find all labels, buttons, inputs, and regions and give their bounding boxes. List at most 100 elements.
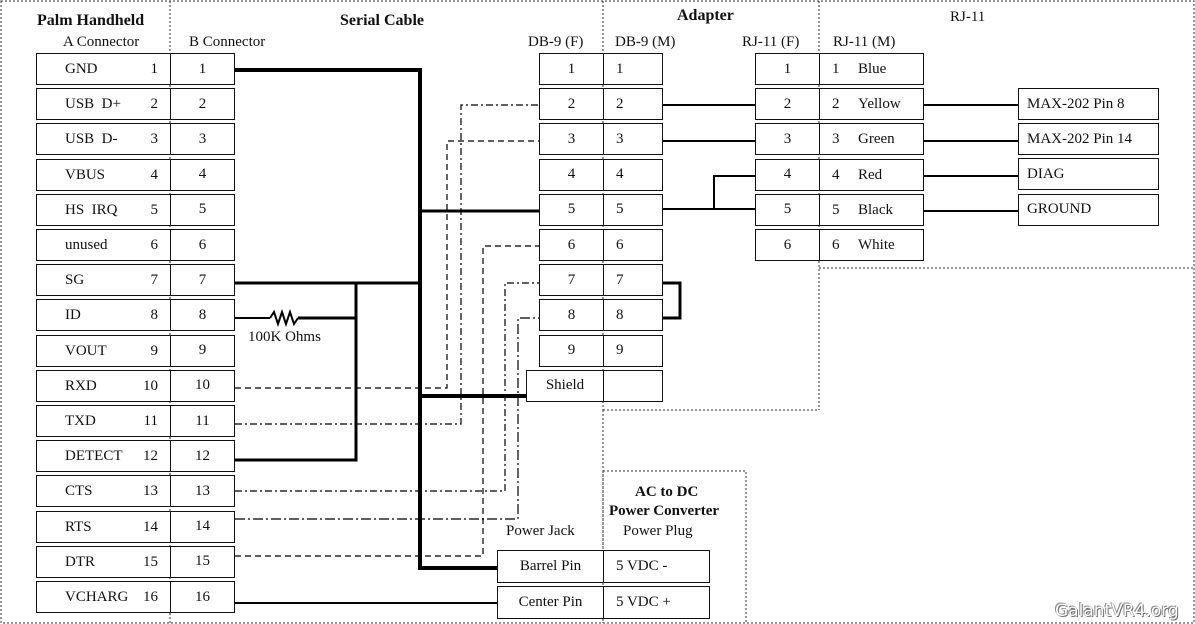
db9f-pin-cell: 1 xyxy=(539,53,604,85)
resistor-symbol xyxy=(269,308,299,328)
db9m-pin-cell: 5 xyxy=(603,193,663,226)
power-jack-cell: Barrel Pin xyxy=(497,550,604,583)
db9m-pin-cell: 3 xyxy=(603,123,663,156)
b-pin-cell: 6 xyxy=(170,229,235,261)
db9m-pin-cell: 4 xyxy=(603,158,663,191)
db9m-pin-cell: 7 xyxy=(603,264,663,297)
pin-number: 1 xyxy=(150,61,159,77)
db9m-pin-cell: 8 xyxy=(603,299,663,332)
pin-number: 5 xyxy=(150,201,159,218)
rj11m-pin-number: 1 xyxy=(832,61,840,77)
pin-name: ID xyxy=(65,307,81,324)
b-pin-cell: 2 xyxy=(170,88,235,121)
rj11m-pin-number: 2 xyxy=(832,96,840,113)
db9m-label: DB-9 (M) xyxy=(615,34,676,50)
power-plug-cell: 5 VDC + xyxy=(603,586,710,619)
wire-rts xyxy=(235,317,539,520)
rj11f-pin-cell: 6 xyxy=(755,229,820,261)
db9f-pin-cell: 3 xyxy=(539,123,604,156)
pin-number: 7 xyxy=(150,272,159,289)
db9f-pin-cell: 2 xyxy=(539,88,604,121)
pin-name: DETECT xyxy=(65,448,123,465)
power-plug-cell: 5 VDC - xyxy=(603,550,710,583)
pin-number: 13 xyxy=(143,483,158,500)
rj11f-pin-cell: 3 xyxy=(755,123,820,156)
wire-adapter-4 xyxy=(713,175,755,209)
b-pin-cell: 8 xyxy=(170,299,235,332)
db9f-pin-cell: 4 xyxy=(539,158,604,191)
palm-pin-cell: GND 1 xyxy=(36,53,171,85)
wire-cts xyxy=(235,282,539,492)
power-title-1: AC to DC xyxy=(635,484,699,500)
db9m-pin-cell xyxy=(603,369,663,402)
pin-name: GND xyxy=(65,61,98,77)
wire-rxd xyxy=(235,140,539,389)
pin-name: USB D+ xyxy=(65,96,121,113)
palm-pin-cell: ID 8 xyxy=(36,299,171,332)
b-pin-cell: 16 xyxy=(170,581,235,613)
pin-name: RXD xyxy=(65,377,97,394)
b-pin-cell: 4 xyxy=(170,158,235,191)
b-pin-cell: 13 xyxy=(170,475,235,508)
wire-gnd-bus xyxy=(235,68,497,570)
target-cell: DIAG xyxy=(1018,158,1159,191)
palm-pin-cell: RTS 14 xyxy=(36,510,171,543)
db9m-pin-cell: 6 xyxy=(603,229,663,261)
pin-name: VBUS xyxy=(65,166,106,183)
db9f-pin-cell: Shield xyxy=(526,369,604,402)
db9f-pin-cell: 7 xyxy=(539,264,604,297)
pin-name: CTS xyxy=(65,483,93,500)
pin-name: RTS xyxy=(65,518,92,535)
rj11m-pin-cell: 2 Yellow xyxy=(819,88,924,121)
wire-id-to-sg xyxy=(298,283,358,320)
db9f-label: DB-9 (F) xyxy=(528,34,584,50)
resistor-label: 100K Ohms xyxy=(248,329,321,345)
wire-txd xyxy=(235,104,539,425)
power-plug-label: Power Plug xyxy=(623,523,693,539)
db9m-pin-cell: 2 xyxy=(603,88,663,121)
wire-color: Black xyxy=(858,201,893,218)
watermark: GalantVR4.org xyxy=(1055,601,1179,621)
pin-number: 8 xyxy=(150,307,159,324)
b-pin-cell: 11 xyxy=(170,405,235,437)
rj11f-pin-cell: 4 xyxy=(755,158,820,191)
wire-loop-7-8 xyxy=(663,281,682,320)
wire-color: Yellow xyxy=(858,96,901,113)
power-converter-box xyxy=(602,470,747,624)
b-pin-cell: 10 xyxy=(170,369,235,402)
b-pin-cell: 3 xyxy=(170,123,235,156)
pin-number: 15 xyxy=(143,553,158,570)
wire-dtr xyxy=(235,245,539,557)
pin-number: 16 xyxy=(143,589,158,605)
b-pin-cell: 15 xyxy=(170,545,235,578)
wire-detect xyxy=(235,318,358,462)
b-pin-cell: 12 xyxy=(170,440,235,473)
pin-number: 3 xyxy=(150,131,159,148)
wire-color: Green xyxy=(858,131,895,148)
b-pin-cell: 5 xyxy=(170,193,235,226)
pin-number: 14 xyxy=(143,518,158,535)
db9f-pin-cell: 6 xyxy=(539,229,604,261)
power-jack-cell: Center Pin xyxy=(497,586,604,619)
db9f-pin-cell: 9 xyxy=(539,334,604,367)
pin-number: 6 xyxy=(150,237,159,253)
pin-name: DTR xyxy=(65,553,95,570)
b-pin-cell: 14 xyxy=(170,510,235,543)
rj11f-pin-cell: 5 xyxy=(755,193,820,226)
pin-name: USB D- xyxy=(65,131,118,148)
power-title-2: Power Converter xyxy=(609,503,720,519)
db9m-pin-cell: 9 xyxy=(603,334,663,367)
rj11f-pin-cell: 2 xyxy=(755,88,820,121)
